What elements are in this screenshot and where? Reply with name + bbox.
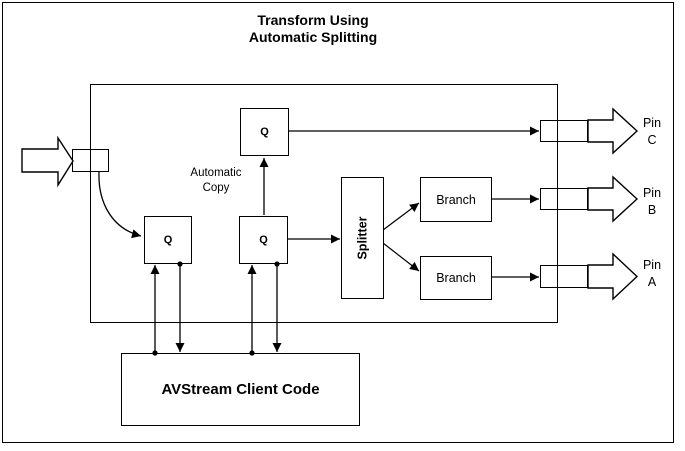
branch-label: Branch: [436, 271, 476, 285]
pin-b-frame-box: [540, 188, 588, 210]
diagram-title-line-2: Automatic Splitting: [248, 29, 378, 45]
automatic-copy-line-2: Copy: [202, 182, 230, 194]
client-code-label: AVStream Client Code: [161, 381, 320, 398]
pin-a-label-letter: A: [647, 275, 657, 289]
pin-b-label: Pin B: [633, 185, 671, 219]
automatic-copy-label: Automatic Copy: [166, 166, 266, 196]
input-pin-frame-box: [72, 149, 109, 172]
splitter-label: Splitter: [355, 216, 370, 260]
queue-label: Q: [260, 126, 269, 138]
page-border: [2, 2, 674, 443]
pin-b-label-letter: B: [647, 203, 657, 217]
diagram-title: Transform Using Automatic Splitting: [163, 12, 463, 46]
pin-c-label-word: Pin: [642, 116, 662, 130]
pin-a-label-word: Pin: [642, 258, 662, 272]
queue-label: Q: [163, 234, 173, 246]
automatic-copy-line-1: Automatic: [190, 167, 242, 179]
client-code-box: AVStream Client Code: [121, 353, 360, 426]
branch-label: Branch: [436, 192, 476, 207]
pin-a-frame-box: [540, 265, 588, 288]
queue-box-top: Q: [240, 108, 289, 156]
pin-c-label-letter: C: [647, 133, 657, 147]
pin-c-label: Pin C: [633, 115, 671, 149]
pin-a-label: Pin A: [633, 257, 671, 291]
splitter-box: Splitter: [341, 177, 384, 299]
queue-label: Q: [259, 234, 268, 246]
branch-box-upper: Branch: [420, 177, 492, 222]
branch-box-lower: Branch: [420, 256, 492, 300]
queue-box-right: Q: [239, 216, 288, 264]
filter-box: [90, 84, 558, 323]
pin-c-frame-box: [540, 120, 588, 142]
diagram-title-line-1: Transform Using: [257, 12, 369, 28]
queue-box-left: Q: [144, 216, 192, 264]
pin-b-label-word: Pin: [642, 186, 662, 200]
